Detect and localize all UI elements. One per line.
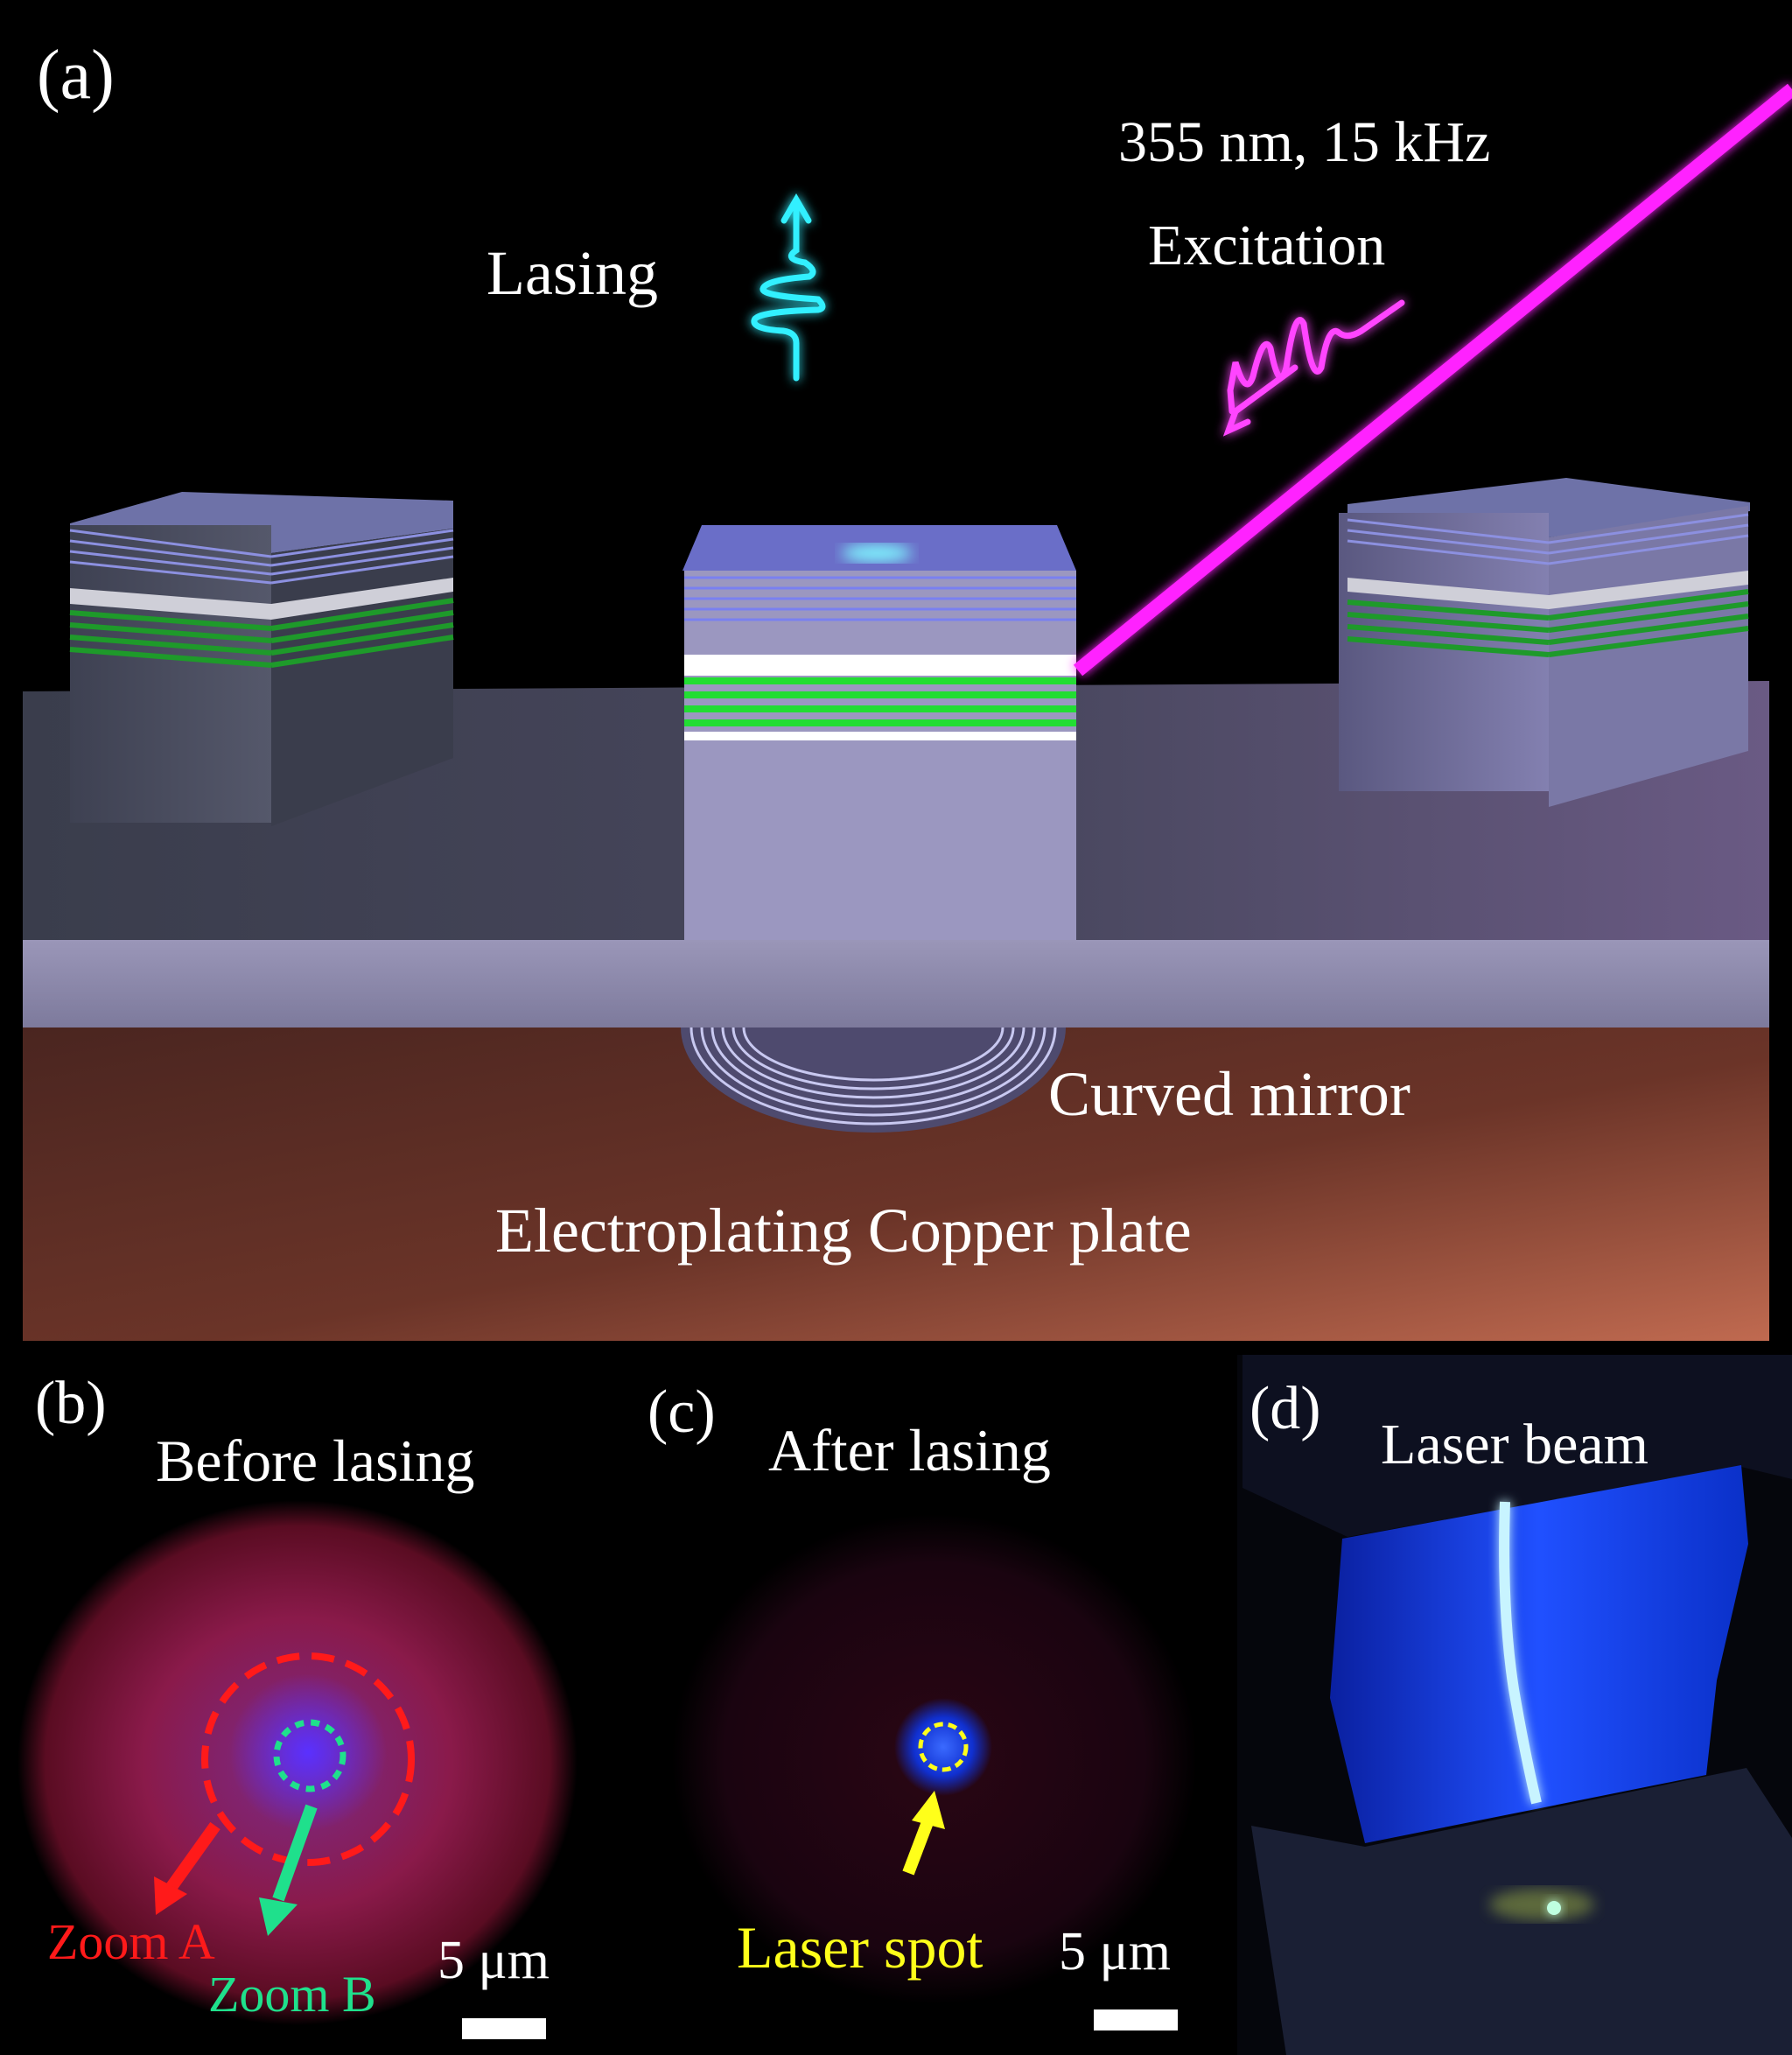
right-pillar: [1339, 478, 1750, 807]
left-pillar: [69, 492, 454, 826]
curved-mirror: [681, 1027, 1066, 1133]
zoom-a-circle: [201, 1652, 415, 1866]
laser-spot-arrow: [902, 1791, 945, 1876]
excitation-label: Excitation: [1148, 214, 1385, 277]
excitation-wave-icon: [1222, 299, 1405, 437]
copper-plate-label: Electroplating Copper plate: [495, 1196, 1192, 1266]
zoom-b-circle: [273, 1719, 346, 1792]
scale-label-b: 5 μm: [438, 1931, 550, 1990]
zoom-b-label: Zoom B: [208, 1966, 376, 2023]
panel-d: (d) Laser beam: [1237, 1355, 1792, 2055]
panel-b: (b) Before lasing Zoom A Zoom B 5 μm: [18, 1370, 578, 2039]
scale-bar-c: [1094, 2009, 1178, 2030]
panel-a: (a) Lasing 355 nm, 15 kHz Excitation Cur…: [23, 12, 1792, 1341]
panel-d-letter: (d): [1250, 1375, 1321, 1442]
lasing-wave-icon: [751, 193, 826, 382]
sample-point: [1547, 1901, 1561, 1915]
panel-b-title: Before lasing: [156, 1427, 474, 1494]
panel-c-letter: (c): [648, 1378, 716, 1446]
panel-c: (c) After lasing Laser spot 5 μm: [648, 1378, 1197, 2030]
laser-beam-streak: [1499, 1501, 1542, 1805]
excitation-beam: [1073, 83, 1792, 677]
laser-spot-label: Laser spot: [737, 1914, 983, 1981]
scale-bar-b: [462, 2018, 546, 2039]
substrate-slab: [23, 940, 1769, 1028]
laser-spot-glow: [894, 1698, 992, 1796]
zoom-b-arrow: [259, 1804, 318, 1936]
lasing-label: Lasing: [486, 238, 658, 308]
center-pillar: [682, 525, 1076, 940]
photo-ceiling: [1242, 1355, 1792, 1537]
lasing-beam: [842, 12, 912, 562]
blue-core: [229, 1673, 387, 1831]
zoom-a-label: Zoom A: [47, 1913, 215, 1970]
blue-screen: [1330, 1465, 1748, 1843]
panel-c-title: After lasing: [768, 1417, 1051, 1483]
laser-spot-circle: [918, 1722, 969, 1772]
panel-a-letter: (a): [37, 37, 115, 114]
excitation-params-label: 355 nm, 15 kHz: [1118, 110, 1490, 174]
sample-glow: [1489, 1889, 1594, 1920]
zoom-a-arrow: [154, 1821, 220, 1915]
panel-d-title: Laser beam: [1381, 1413, 1648, 1476]
scale-label-c: 5 μm: [1059, 1922, 1171, 1981]
panel-b-letter: (b): [35, 1370, 107, 1437]
curved-mirror-label: Curved mirror: [1048, 1059, 1410, 1129]
